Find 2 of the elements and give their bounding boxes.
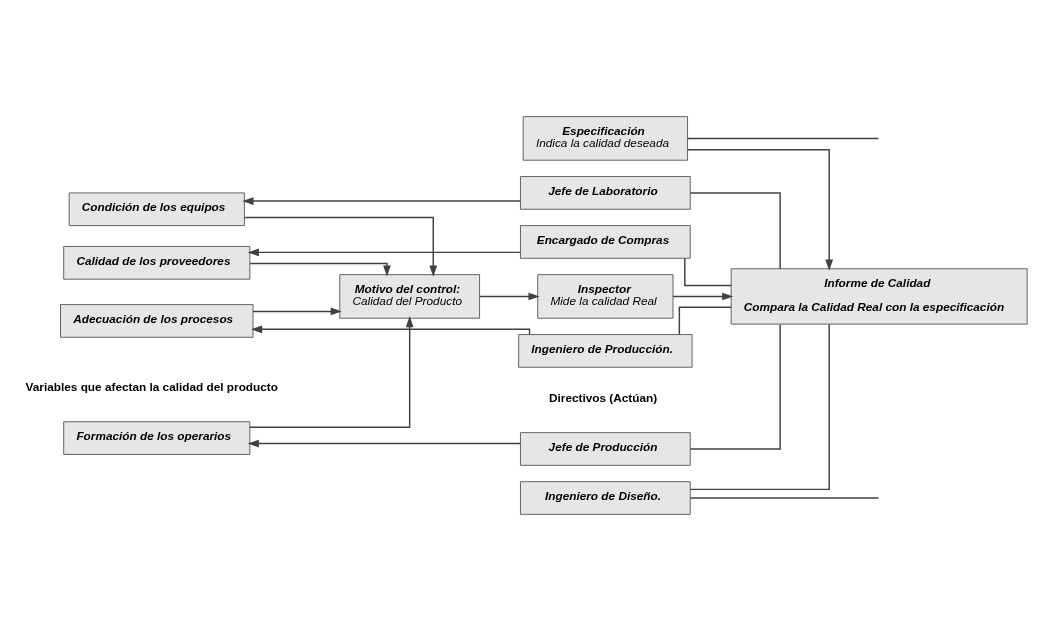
label: Variables que afectan la calidad del producto [25,380,278,395]
label: Directivos (Actúan) [549,391,658,406]
